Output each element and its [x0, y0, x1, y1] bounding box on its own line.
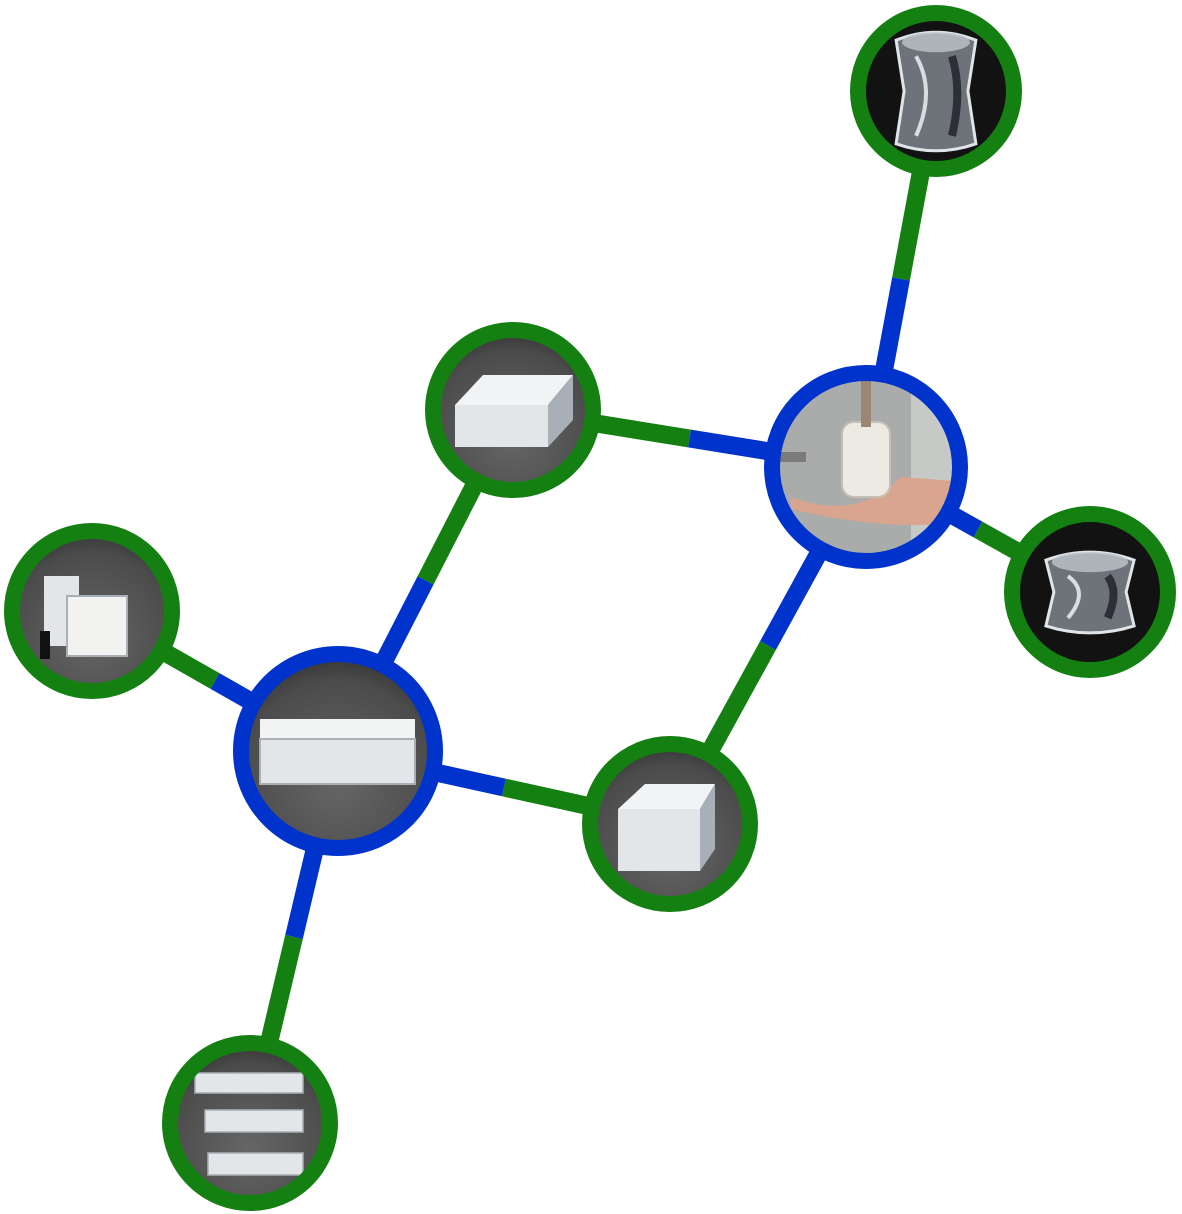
- connection-layer: [87, 89, 1095, 1126]
- node-crystal-bars-bottom: [162, 1035, 338, 1211]
- node-clear-crystal-right: [1004, 506, 1176, 678]
- blue-ring: [764, 365, 968, 569]
- green-ring: [162, 1035, 338, 1211]
- hand: [791, 477, 960, 526]
- crystal-top-face: [902, 32, 970, 53]
- node-clear-crystal-top: [850, 5, 1022, 177]
- block-front-face: [455, 405, 548, 447]
- green-ring: [425, 322, 601, 498]
- green-ring: [1004, 506, 1176, 678]
- cube-front-face: [618, 809, 700, 871]
- held-crystal: [841, 421, 891, 498]
- crystal-shadow: [40, 631, 50, 659]
- bar-front-face: [259, 738, 416, 785]
- node-crystal-pieces-left: [4, 523, 180, 699]
- crystal-bar-1: [194, 1072, 304, 1094]
- cube-top-face: [618, 784, 715, 809]
- cube-side-face: [700, 784, 715, 871]
- crystal-shadow: [948, 55, 962, 137]
- crystal-bar-3: [207, 1152, 304, 1176]
- block-top-face: [455, 375, 573, 405]
- green-ring: [582, 736, 758, 912]
- crystal-highlight: [914, 55, 929, 137]
- bar-top-face: [260, 719, 415, 739]
- node-layer: [4, 5, 1176, 1211]
- node-crystal-block-top-middle: [425, 322, 601, 498]
- wall-rail: [772, 452, 806, 462]
- crystal-bar-2: [204, 1109, 304, 1133]
- green-ring: [4, 523, 180, 699]
- node-hand-crystal-center-right: [764, 365, 968, 569]
- green-ring: [850, 5, 1022, 177]
- block-side-face: [548, 375, 573, 447]
- blue-ring: [233, 646, 443, 856]
- crystal-piece-right: [66, 595, 128, 657]
- crystal-highlight: [1066, 574, 1081, 620]
- crystal-top-face: [1051, 552, 1129, 573]
- crystal-shadow: [1103, 573, 1118, 620]
- node-crystal-cube-bottom-middle: [582, 736, 758, 912]
- node-long-crystal-center-left: [233, 646, 443, 856]
- crystal-rod: [861, 377, 871, 427]
